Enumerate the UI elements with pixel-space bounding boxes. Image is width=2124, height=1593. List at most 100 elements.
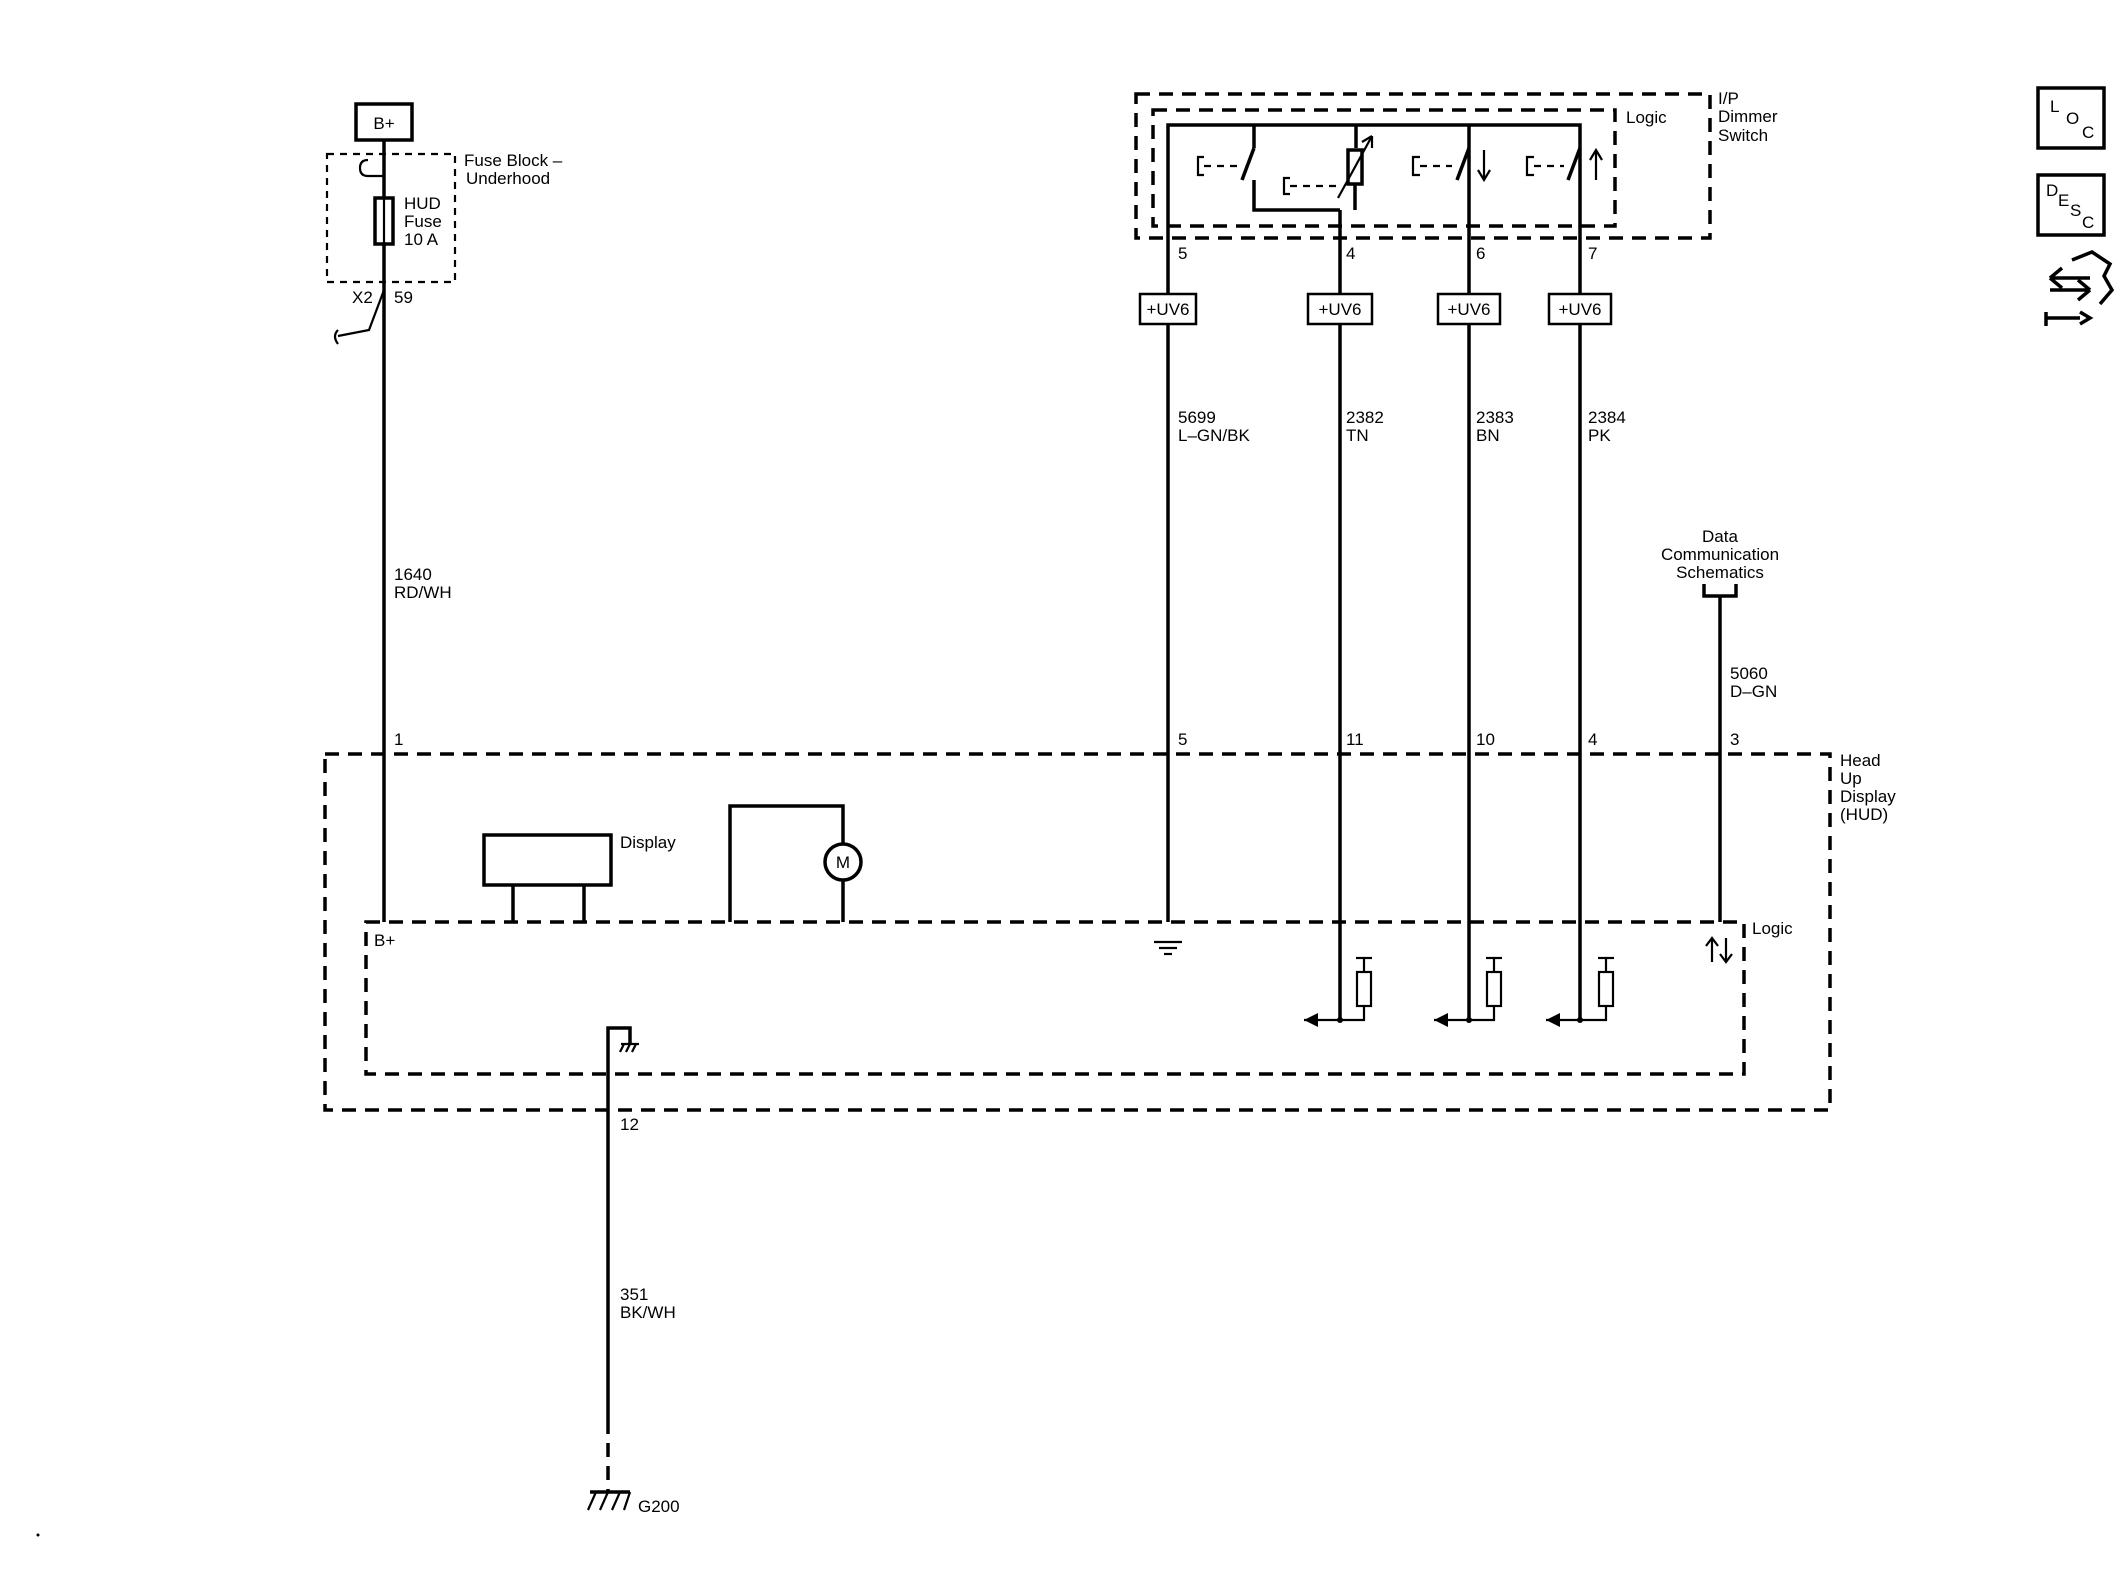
fuse-connector-label: X2 (352, 288, 373, 307)
desc-letter-d: D (2046, 181, 2058, 200)
connector-tool-icon[interactable] (2044, 250, 2115, 326)
data-comm-line1: Data (1702, 527, 1738, 546)
inline-connector-uv6-3 (1436, 292, 1502, 326)
wire-2383-color: BN (1476, 426, 1500, 445)
inline-connector-uv6-4 (1547, 292, 1613, 326)
fuse-label-line2: Fuse (404, 212, 442, 231)
ground-g200-label: G200 (638, 1497, 680, 1516)
inline-label-2: +UV6 (1319, 300, 1362, 319)
fuse-label-line1: HUD (404, 194, 441, 213)
hud-logic-label: Logic (1752, 919, 1793, 938)
description-icon[interactable]: D E S C (2036, 173, 2106, 237)
connector-break-icon (333, 289, 386, 345)
dimmer-switch-up (1525, 147, 1603, 181)
hud-pin-5: 5 (1178, 730, 1187, 749)
loc-letter-o: O (2066, 109, 2079, 128)
arrow-left-icon (1304, 1013, 1318, 1027)
dimmer-name-line1: I/P (1718, 89, 1739, 108)
desc-letter-s: S (2070, 201, 2081, 220)
dimmer-logic-outline (1151, 108, 1617, 228)
resistor-icon (1597, 970, 1615, 1008)
b-plus-label: B+ (373, 114, 394, 133)
dimmer-name-line2: Dimmer (1718, 107, 1778, 126)
fuse-block-outline (325, 152, 457, 284)
hud-name-line1: Head (1840, 751, 1881, 770)
fuse-rating: 10 A (404, 230, 439, 249)
dimmer-pin-5: 5 (1178, 244, 1187, 263)
arrow-left-icon (1434, 1013, 1448, 1027)
display-label: Display (620, 833, 676, 852)
dimmer-switch-outline (1134, 92, 1712, 240)
loc-letter-c: C (2082, 123, 2094, 142)
wire-2384-number: 2384 (1588, 408, 1626, 427)
hud-bplus-label: B+ (374, 931, 395, 950)
ground-g200-icon (586, 1490, 632, 1511)
wire-351-color: BK/WH (620, 1303, 676, 1322)
hud-pin-3: 3 (1730, 730, 1739, 749)
hud-outline (323, 752, 1832, 1112)
inline-label-4: +UV6 (1559, 300, 1602, 319)
b-plus-source: B+ (354, 102, 414, 158)
arrow-up-icon (1589, 147, 1603, 180)
location-icon[interactable]: L O C (2036, 86, 2106, 150)
fuse-block-name-line2: Underhood (466, 169, 550, 188)
wire-1640-color: RD/WH (394, 583, 452, 602)
dimmer-switch-contact-1 (1196, 147, 1340, 212)
dimmer-pin-6: 6 (1476, 244, 1485, 263)
data-comm-bracket (1702, 584, 1738, 598)
resistor-icon (1485, 970, 1503, 1008)
inline-connector-uv6-1 (1138, 292, 1198, 326)
dimmer-switch-down (1411, 147, 1491, 183)
input-circuit-2384 (1546, 956, 1615, 1027)
module-ground-icon (619, 1042, 639, 1053)
wire-5060-color: D–GN (1730, 682, 1777, 701)
chassis-ground-icon (1154, 940, 1182, 956)
wire-2383-number: 2383 (1476, 408, 1514, 427)
fuse-block-name-line1: Fuse Block – (464, 151, 563, 170)
display-element (482, 833, 613, 887)
hud-pin-12: 12 (620, 1115, 639, 1134)
hud-pin-11: 11 (1346, 730, 1364, 749)
dimmer-pin-4: 4 (1346, 244, 1355, 263)
loc-letter-l: L (2050, 97, 2059, 116)
hud-name-line3: Display (1840, 787, 1896, 806)
data-comm-line2: Communication (1661, 545, 1779, 564)
resistor-icon (1355, 970, 1373, 1008)
motor-label: M (836, 853, 850, 872)
hud-pin-10: 10 (1476, 730, 1495, 749)
bidirectional-arrows-icon (1705, 936, 1733, 964)
data-communication-link: Data Communication Schematics 5060 D–GN … (1661, 527, 1779, 922)
dimmer-rheostat (1282, 135, 1374, 240)
inline-label-1: +UV6 (1147, 300, 1190, 319)
inline-label-3: +UV6 (1448, 300, 1491, 319)
wire-5060-number: 5060 (1730, 664, 1768, 683)
wire-2384-color: PK (1588, 426, 1611, 445)
fuse-pin-label: 59 (394, 288, 413, 307)
internal-ground-lead (606, 1026, 632, 1140)
hud-logic-outline (364, 920, 1746, 1076)
wire-5699-color: L–GN/BK (1178, 426, 1250, 445)
dimmer-name-line3: Switch (1718, 126, 1768, 145)
head-up-display-module: Head Up Display (HUD) Display M Logic B+ (323, 751, 1896, 1140)
fuse-block-underhood: Fuse Block – Underhood HUD Fuse 10 A X2 … (325, 151, 563, 345)
wire-351-number: 351 (620, 1285, 648, 1304)
inline-connector-uv6-2 (1306, 292, 1374, 326)
dimmer-logic-label: Logic (1626, 108, 1667, 127)
dimmer-pin-7: 7 (1588, 244, 1597, 263)
arrow-left-icon (1546, 1013, 1560, 1027)
hud-pin-4: 4 (1588, 730, 1597, 749)
ground-circuit: 12 351 BK/WH G200 (586, 1115, 680, 1516)
hud-pin-1: 1 (394, 730, 403, 749)
ip-dimmer-switch: Logic I/P Dimmer Switch (1134, 89, 1778, 240)
wire-2382-number: 2382 (1346, 408, 1384, 427)
desc-letter-e: E (2058, 191, 2069, 210)
desc-letter-c: C (2082, 213, 2094, 232)
fuse-clip-icon (358, 158, 384, 178)
arrow-down-icon (1477, 150, 1491, 183)
data-comm-line3: Schematics (1676, 563, 1764, 582)
wire-1640-number: 1640 (394, 565, 432, 584)
wire-2382-color: TN (1346, 426, 1369, 445)
input-circuit-2382 (1304, 956, 1373, 1027)
hud-name-line4: (HUD) (1840, 805, 1888, 824)
